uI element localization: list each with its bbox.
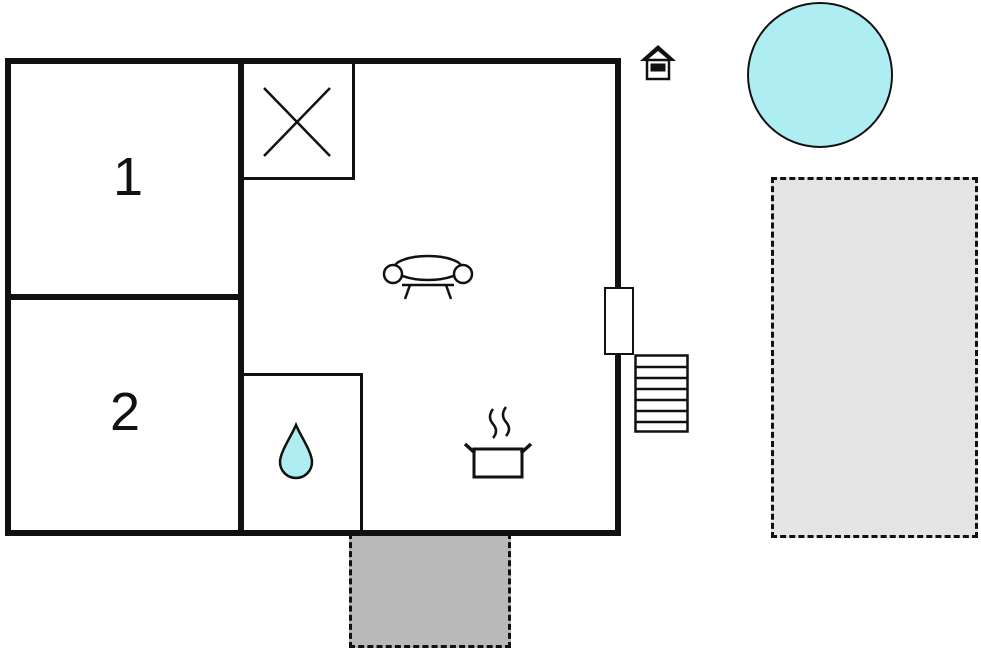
stairs [634, 354, 689, 433]
door [604, 287, 634, 355]
entrance-porch [349, 533, 511, 648]
water-drop-svg [278, 421, 314, 480]
cooking-pot-svg [463, 406, 533, 479]
stairs-svg [634, 354, 689, 433]
room-1-label: 1 [113, 147, 144, 207]
sofa-icon [382, 248, 474, 306]
water-drop-icon [276, 421, 316, 480]
x-cross-icon [263, 87, 331, 157]
house-icon-svg [640, 45, 676, 81]
interior-wall-horizontal [5, 294, 244, 300]
pool-circle [747, 2, 893, 148]
cooking-pot-icon [463, 403, 533, 483]
sofa-svg [382, 254, 474, 300]
terrace-patio [771, 177, 978, 538]
house-icon [638, 43, 678, 83]
cross-marked-area [244, 64, 355, 180]
room-2-label: 2 [110, 382, 141, 442]
